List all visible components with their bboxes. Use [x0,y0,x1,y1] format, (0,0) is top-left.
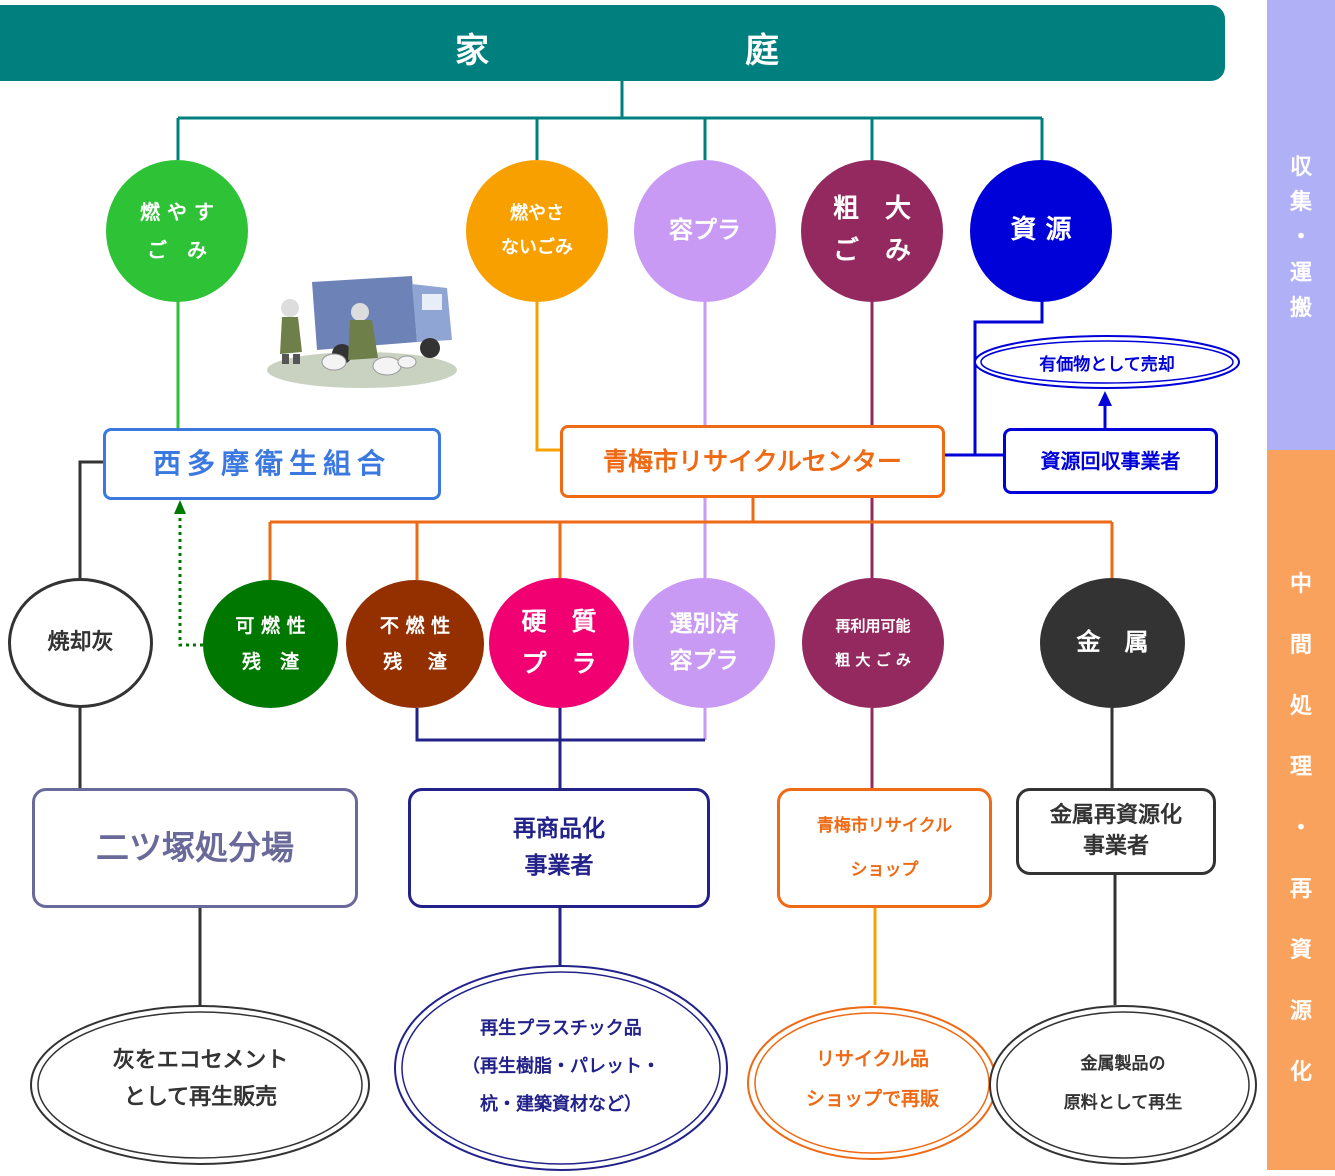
side-band-processing: 中 間 処 理 ・ 再 資 源 化 [1267,450,1335,1170]
collection-char: 運 [1289,260,1312,286]
sold-as-valuables-label: 有価物として売却 [1039,355,1175,375]
processing-char: 理 [1289,754,1312,780]
nishitama-sanitation-box: 西多摩衛生組合 [103,428,441,500]
category-burnable: 燃 や す ご み [106,160,248,302]
eco-cement-oval [30,1005,370,1165]
label-line: 杭・建築資材など） [480,1093,642,1115]
eco-cement-label: 灰をエコセメント として再生販売 [28,1042,373,1117]
label-line: として再生販売 [123,1085,278,1111]
category-nonburnable: 燃やさ ないごみ [466,160,608,302]
label-line: 再生プラスチック品 [480,1018,642,1039]
label-line: プ ラ [521,649,597,678]
processing-char: 間 [1289,632,1312,658]
label-line: 不 燃 性 [379,614,451,637]
recycle-center-box: 青梅市リサイクルセンター [560,425,945,498]
shop-resale-label: リサイクル品 ショップで再販 [745,1040,1000,1120]
label-line: 青梅市リサイクル [816,815,953,836]
label-line: 灰をエコセメント [112,1048,289,1073]
noncombustible-residue-circle: 不 燃 性 残 渣 [346,580,484,708]
label-line: （再生樹脂・パレット・ [462,1055,660,1077]
processing-char: 再 [1289,876,1312,902]
label-line: 燃 や す [140,200,214,224]
label-line: ないごみ [501,237,573,258]
collection-char: ・ [1289,225,1312,251]
processing-char: 中 [1289,572,1312,597]
metal-raw-material-label: 金属製品の 原料として再生 [987,1045,1259,1123]
label-line: 原料として再生 [1063,1093,1183,1114]
category-plastic: 容プラ [634,160,776,302]
label-line: 金属製品の [1080,1054,1166,1074]
label-line: 金属再資源化 [1049,802,1182,828]
reusable-bulky-circle: 再利用可能 粗 大 ご み [802,578,944,708]
label-line: ご み [832,236,911,266]
sorted-plastic-circle: 選別済 容プラ [633,578,775,708]
metal-recycler-box: 金属再資源化 事業者 [1016,788,1216,875]
label-line: 可 燃 性 [235,614,306,637]
processing-char: 化 [1289,1059,1312,1085]
label-line: 事業者 [524,853,594,879]
label: 西多摩衛生組合 [152,446,391,480]
label-line: 粗 大 ご み [835,651,911,669]
processing-char: 資 [1289,937,1312,963]
recycled-plastic-oval [394,965,728,1171]
label-line: 残 渣 [383,651,447,673]
label-line: 選別済 [669,611,739,638]
label-line: 容プラ [669,216,741,245]
label: 資源回収事業者 [1040,449,1181,473]
recommercializer-box: 再商品化 事業者 [408,788,710,908]
metal-raw-material-oval [989,1005,1257,1165]
label-line: ご み [147,238,207,262]
household-banner: 家 庭 [0,5,1225,81]
shop-resale-oval [747,1006,997,1160]
label-line: ショップ [850,860,919,880]
label-line: 金 属 [1076,628,1149,657]
recycle-shop-box: 青梅市リサイクル ショップ [777,788,992,908]
label: 二ツ塚処分場 [96,827,294,867]
hard-plastic-circle: 硬 質 プ ラ [489,578,629,708]
processing-char: 処 [1289,693,1312,719]
household-char-1: 家 [455,31,489,71]
sold-as-valuables-oval [974,335,1240,389]
label-line: リサイクル品 [815,1048,930,1070]
combustible-residue-circle: 可 燃 性 残 渣 [203,580,338,708]
metal-circle: 金 属 [1040,578,1185,708]
label-line: 硬 質 [521,606,597,636]
label-line: 残 渣 [241,651,299,673]
collection-char: 収 [1289,155,1312,180]
label-line: 粗 大 [832,194,911,225]
side-band-collection: 収 集 ・ 運 搬 [1267,0,1335,450]
recycled-plastic-label: 再生プラスチック品 （再生樹脂・パレット・ 杭・建築資材など） [392,1010,730,1123]
category-bulky: 粗 大 ご み [801,160,943,302]
processing-char: 源 [1289,998,1312,1024]
label-line: 資 源 [1010,215,1072,246]
household-char-2: 庭 [745,31,779,71]
label-line: 容プラ [669,648,739,674]
label-line: ショップで再販 [805,1087,939,1110]
label-line: 再商品化 [513,816,605,843]
garbage-truck-illustration [267,276,457,388]
label-line: 事業者 [1082,833,1149,859]
futatsuzuka-landfill-box: 二ツ塚処分場 [32,788,358,908]
label-line: 再利用可能 [835,616,911,635]
resource-collector-box: 資源回収事業者 [1003,428,1218,494]
incineration-ash-circle: 焼却灰 [8,578,153,708]
category-resources: 資 源 [970,160,1112,302]
collection-char: 搬 [1289,295,1312,321]
label-line: 焼却灰 [47,630,114,656]
collection-char: 集 [1289,190,1312,216]
processing-char: ・ [1289,815,1312,841]
label: 青梅市リサイクルセンター [603,446,902,476]
label-line: 燃やさ [510,202,564,224]
